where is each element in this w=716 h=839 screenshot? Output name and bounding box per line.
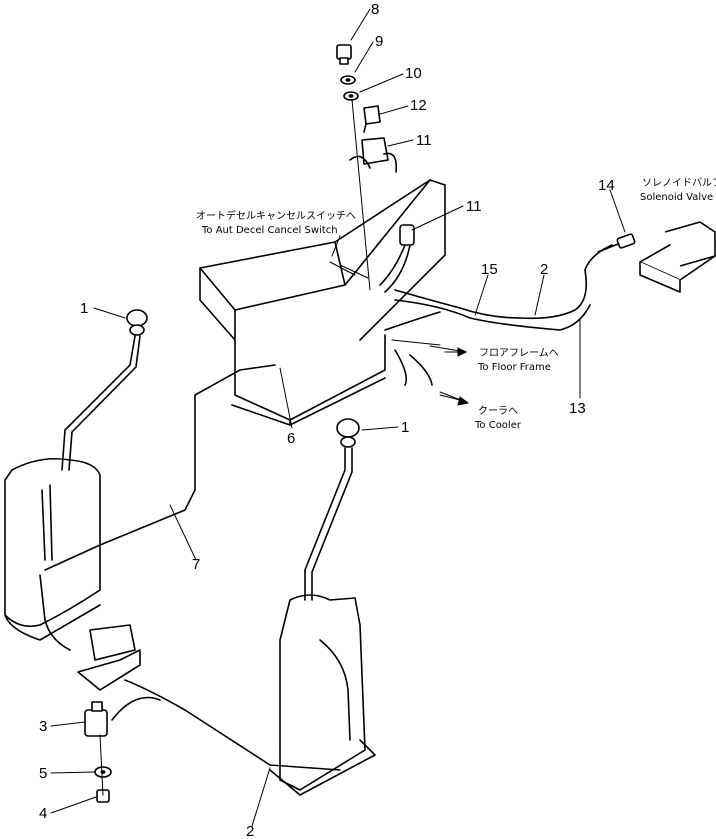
connector-part-14 <box>597 233 636 253</box>
note-floor-jp: フロアフレームへ <box>479 347 559 359</box>
callout-6: 6 <box>287 430 295 447</box>
callout-8: 8 <box>371 1 379 18</box>
callout-10: 10 <box>405 65 422 82</box>
callout-9: 9 <box>375 33 383 50</box>
leader-lines <box>50 8 626 827</box>
switch-lead <box>111 696 161 721</box>
callout-4: 4 <box>39 805 47 822</box>
lever-knob-right <box>336 418 360 448</box>
note-aut-decel-jp: オートデセルキャンセルスイッチへ <box>196 209 356 222</box>
washer-part-10 <box>343 91 359 101</box>
note-floor-en: To Floor Frame <box>477 362 551 373</box>
lever-rod-right-2 <box>311 447 353 601</box>
note-cooler-en: To Cooler <box>474 420 522 431</box>
control-box-left <box>4 457 101 641</box>
switch-part-11-console <box>379 224 415 293</box>
callout-13: 13 <box>569 400 586 417</box>
clip-part-12 <box>363 105 381 133</box>
lever-rod-right <box>304 447 346 601</box>
callout-11-console: 11 <box>466 198 482 215</box>
callout-2-upper: 2 <box>540 261 548 278</box>
washer-part-5 <box>94 766 112 778</box>
lever-rod-left <box>61 335 136 471</box>
lever-rod-left-2 <box>68 335 141 471</box>
callout-5: 5 <box>39 765 47 782</box>
note-solenoid-en: Solenoid Valve <box>640 192 713 203</box>
bolt-axis-line <box>351 99 371 291</box>
callout-2-lower: 2 <box>246 823 254 839</box>
callout-15: 15 <box>481 261 498 278</box>
harness-15 <box>394 244 613 320</box>
harness-left-down <box>39 574 71 651</box>
console-box <box>199 179 446 426</box>
arrow-floor-frame <box>429 345 468 357</box>
harness-2-lower <box>124 679 341 771</box>
floor-frame-lead <box>391 339 441 346</box>
callout-1-left: 1 <box>80 300 88 317</box>
cooler-lead <box>394 349 433 386</box>
arrow-aut-decel <box>331 235 341 257</box>
note-cooler-jp: クーラへ <box>478 405 518 417</box>
callout-14: 14 <box>598 177 615 194</box>
switch-axis-line <box>99 734 104 796</box>
switch-part-11-top <box>349 137 398 173</box>
harness-2-upper <box>394 299 591 331</box>
callout-11-top: 11 <box>416 132 432 149</box>
bolt-part-8 <box>336 44 352 65</box>
callout-3: 3 <box>39 718 47 735</box>
callout-7: 7 <box>192 556 200 573</box>
arrow-cooler <box>439 391 470 406</box>
callout-12: 12 <box>410 97 427 114</box>
callout-1-right: 1 <box>401 419 409 436</box>
harness-7 <box>44 364 276 571</box>
switch-bracket <box>77 624 141 691</box>
note-aut-decel-en: To Aut Decel Cancel Switch <box>201 225 338 236</box>
console-harness-top <box>329 261 369 279</box>
washer-part-9 <box>340 75 356 85</box>
control-box-right <box>269 594 376 796</box>
solenoid-valve <box>639 221 716 293</box>
switch-part-3 <box>84 701 108 737</box>
harness-branch <box>384 311 441 331</box>
note-solenoid-jp: ソレノイドバルブ <box>642 176 716 189</box>
lever-knob-left <box>126 309 148 336</box>
